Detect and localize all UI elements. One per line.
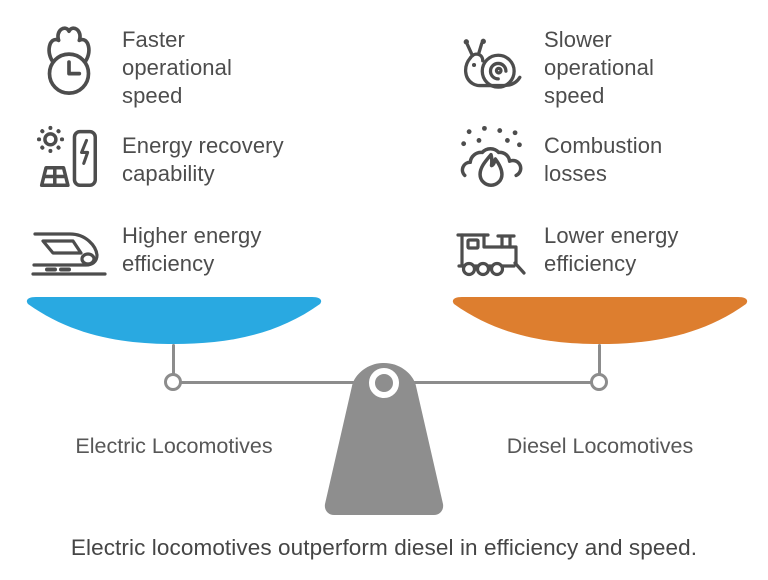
snail-icon [450,22,532,98]
feature-label: Faster operational speed [122,27,232,108]
left-pan-stem [172,344,175,376]
feature-higher-efficiency: Higher energy efficiency [28,216,262,282]
caption-text: Electric locomotives outperform diesel i… [70,535,698,560]
fulcrum-shape [324,363,444,515]
left-beam-end-circle [164,373,182,391]
feature-label: Higher energy efficiency [122,223,262,276]
feature-energy-recovery: Energy recovery capability [28,120,284,194]
left-side-label: Electric Locomotives [75,434,273,458]
feature-label: Combustion losses [544,133,663,186]
feature-faster-speed: Faster operational speed [28,22,232,110]
right-pan-stem [598,344,601,376]
right-beam-end-circle [590,373,608,391]
feature-slower-speed: Slower operational speed [450,22,654,110]
pivot-ring [369,368,399,398]
right-scale-pan [452,297,748,344]
feature-label: Lower energy efficiency [544,223,679,276]
feature-label: Slower operational speed [544,27,654,108]
feature-lower-efficiency: Lower energy efficiency [450,216,679,282]
flame-clock-icon [28,22,110,100]
right-side-label: Diesel Locomotives [506,434,694,458]
renewable-energy-icon [28,120,110,194]
combustion-icon [450,120,532,194]
left-scale-pan [26,297,322,344]
steam-locomotive-icon [450,216,532,282]
electric-train-icon [28,216,110,282]
left-pan-shape [26,297,322,344]
right-pan-shape [452,297,748,344]
feature-label: Energy recovery capability [122,133,284,186]
scale-fulcrum [324,363,444,515]
feature-combustion-losses: Combustion losses [450,120,662,194]
